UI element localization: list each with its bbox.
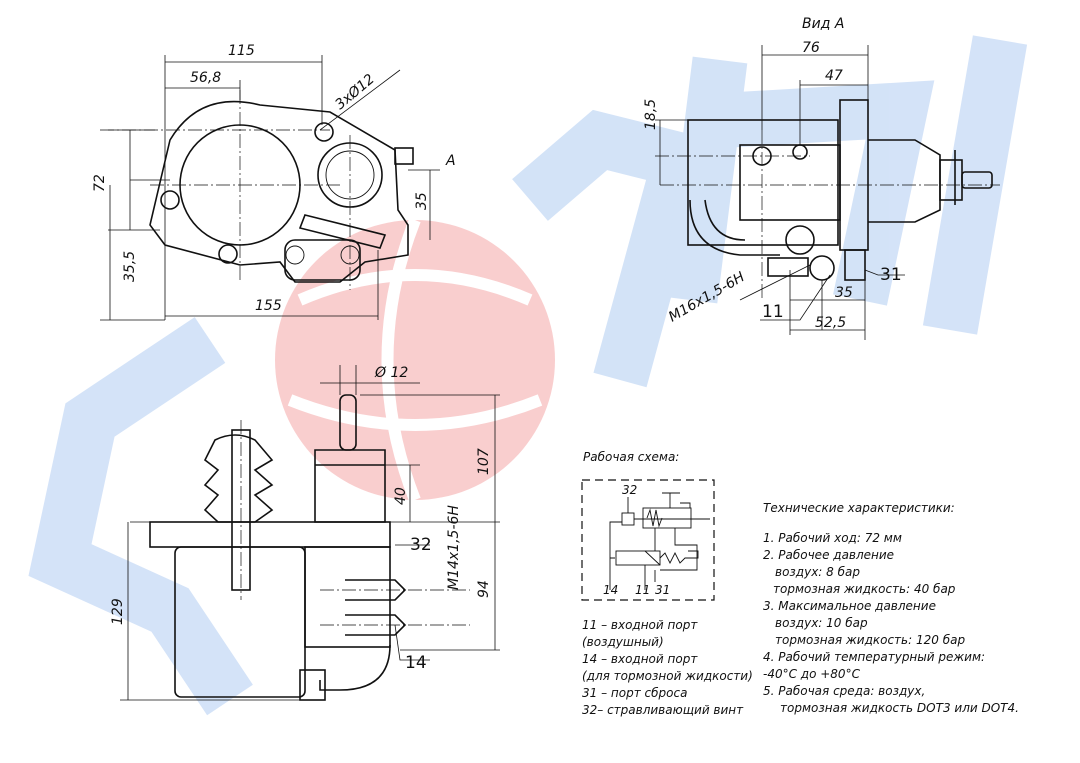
- spec-line: воздух: 8 бар: [775, 565, 860, 579]
- scheme-port-32: 32: [622, 483, 637, 497]
- spec-line: тормозная жидкость DOT3 или DOT4.: [780, 701, 1019, 715]
- port-32-label: 32: [410, 535, 432, 555]
- specs-title: Технические характеристики:: [763, 501, 955, 515]
- watermark-letter-r: [512, 109, 714, 388]
- spec-line: 2. Рабочее давление: [763, 548, 894, 562]
- watermark-letter-s: [28, 317, 253, 716]
- dim-115: 115: [228, 43, 255, 59]
- legend-line: 32– стравливающий винт: [582, 703, 744, 717]
- watermark: [28, 35, 1028, 716]
- dim-35: 35: [414, 192, 430, 210]
- dim-107: 107: [476, 448, 492, 475]
- port-31-label: 31: [880, 265, 902, 285]
- dim-35-5: 35,5: [122, 251, 138, 282]
- working-scheme: Рабочая схема: 32 14 11 31: [581, 450, 715, 601]
- view-a-marker: A: [445, 153, 456, 169]
- spec-line: тормозная жидкость: 120 бар: [775, 633, 965, 647]
- spec-line: 1. Рабочий ход: 72 мм: [763, 531, 902, 545]
- legend-line: 31 – порт сброса: [582, 686, 687, 700]
- technical-specs: Технические характеристики: 1. Рабочий х…: [763, 501, 1019, 715]
- top-view: 115 56,8 3xØ12 A 72 35,5 35 155: [92, 43, 456, 321]
- spec-line: 5. Рабочая среда: воздух,: [763, 684, 925, 698]
- scheme-port-31: 31: [655, 583, 670, 597]
- watermark-globe: [275, 220, 555, 500]
- dim-94: 94: [476, 580, 492, 598]
- dim-d12: Ø 12: [374, 365, 408, 381]
- scheme-legend: 11 – входной порт (воздушный) 14 – входн…: [582, 618, 753, 717]
- spec-line: 4. Рабочий температурный режим:: [763, 650, 985, 664]
- dim-52-5: 52,5: [815, 315, 846, 331]
- spec-line: тормозная жидкость: 40 бар: [773, 582, 956, 596]
- dim-155: 155: [255, 298, 282, 314]
- scheme-port-14: 14: [603, 583, 618, 597]
- legend-line: (воздушный): [582, 635, 664, 649]
- legend-line: (для тормозной жидкости): [582, 669, 753, 683]
- legend-line: 14 – входной порт: [582, 652, 698, 666]
- view-a-title: Вид А: [802, 16, 844, 32]
- spec-line: 3. Максимальное давление: [763, 599, 936, 613]
- spec-line: -40°C до +80°C: [763, 667, 861, 681]
- dim-56-8: 56,8: [190, 70, 221, 86]
- legend-line: 11 – входной порт: [582, 618, 698, 632]
- thread-m14: M14x1,5-6H: [446, 505, 462, 590]
- dim-72: 72: [92, 174, 108, 192]
- dim-129: 129: [110, 598, 126, 625]
- side-view: Ø 12 107 40 32 M14x1,5-6H 94 129 14: [110, 365, 500, 701]
- port-11-label: 11: [762, 302, 784, 322]
- scheme-port-11: 11: [635, 583, 650, 597]
- spec-line: воздух: 10 бар: [775, 616, 868, 630]
- dim-76: 76: [802, 40, 820, 56]
- dim-35-a: 35: [835, 285, 853, 301]
- dim-40: 40: [393, 487, 409, 505]
- dim-18-5: 18,5: [643, 99, 659, 130]
- port-14-label: 14: [405, 653, 427, 673]
- scheme-title: Рабочая схема:: [583, 450, 679, 464]
- dim-47: 47: [825, 68, 843, 84]
